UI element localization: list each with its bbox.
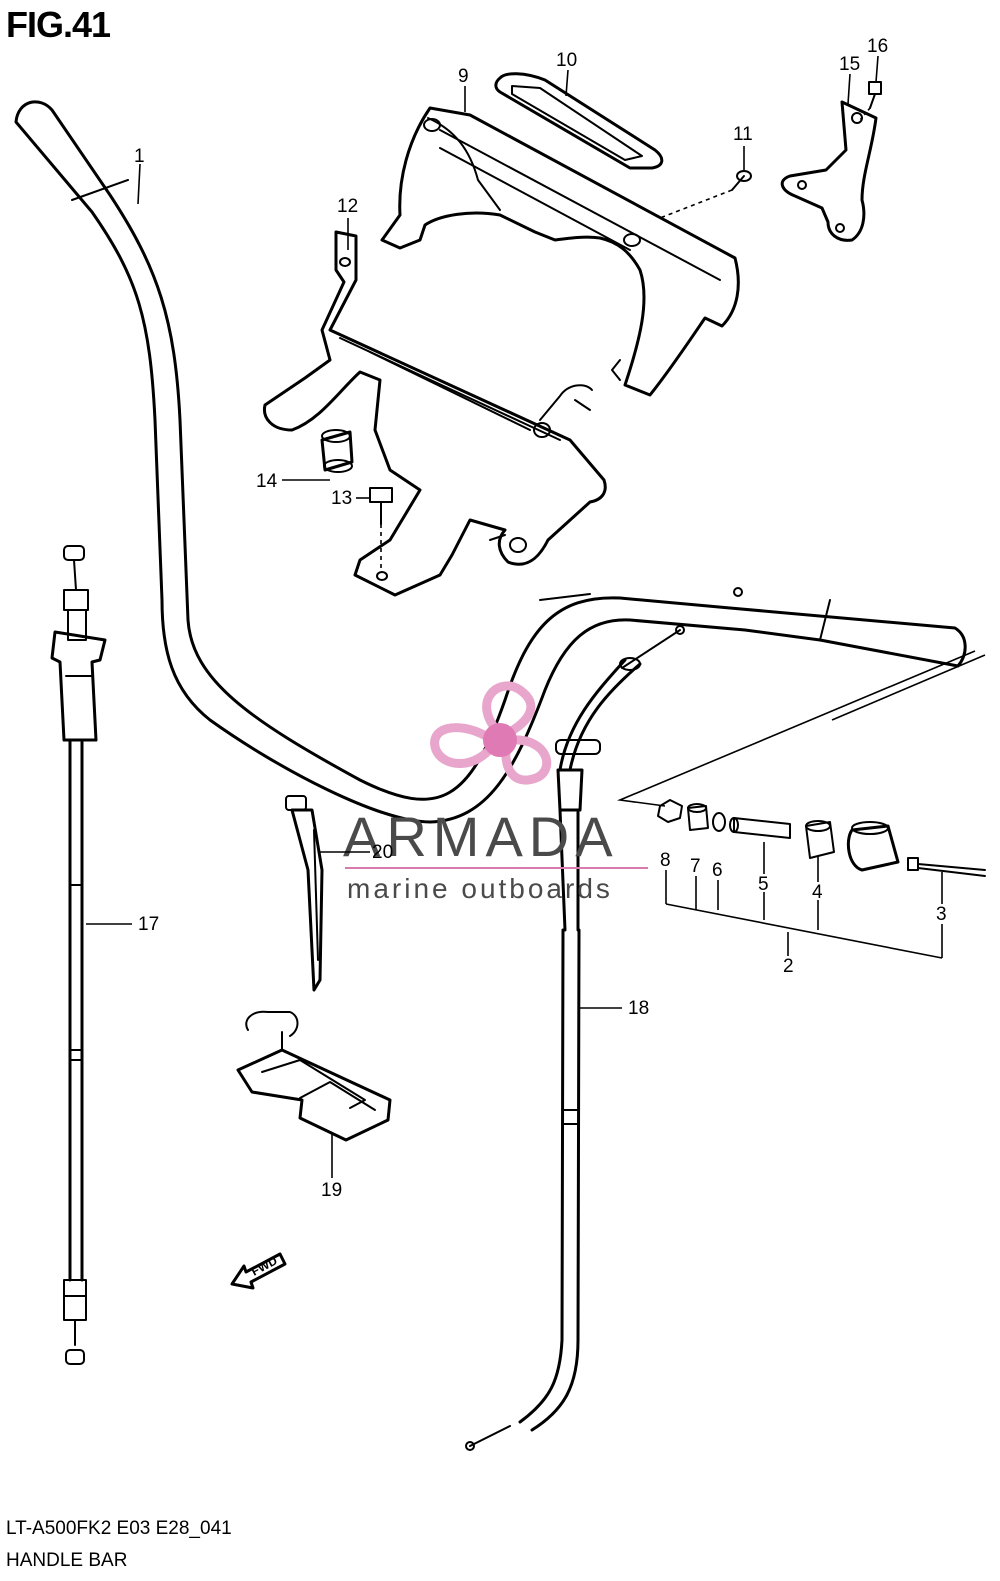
callout-1: 1 bbox=[134, 146, 145, 167]
callout-10: 10 bbox=[556, 50, 577, 71]
brake-cable bbox=[465, 625, 685, 1451]
callout-2: 2 bbox=[783, 956, 794, 977]
callout-5: 5 bbox=[758, 874, 769, 895]
propeller-logo-icon bbox=[430, 681, 552, 785]
callout-14: 14 bbox=[256, 471, 278, 492]
callout-4: 4 bbox=[812, 882, 823, 903]
callout-labels: 1 2 3 4 5 6 7 8 9 10 11 12 13 14 15 16 1… bbox=[134, 36, 947, 1201]
handlebar-upper-bracket bbox=[262, 230, 607, 597]
figure-name: HANDLE BAR bbox=[6, 1550, 128, 1571]
gasket bbox=[494, 72, 664, 170]
callout-11: 11 bbox=[733, 124, 753, 145]
armada-watermark: ARMADA marine outboards bbox=[343, 681, 648, 904]
callout-7: 7 bbox=[690, 856, 701, 877]
callout-3: 3 bbox=[936, 904, 947, 925]
callout-13: 13 bbox=[331, 488, 352, 509]
handlebar bbox=[14, 100, 967, 824]
handle-cover bbox=[380, 106, 740, 397]
callout-17: 17 bbox=[138, 914, 159, 935]
watermark-brand: ARMADA bbox=[343, 805, 619, 868]
watermark-tagline: marine outboards bbox=[347, 873, 613, 904]
callout-9: 9 bbox=[458, 66, 469, 87]
fwd-arrow-icon: FWD bbox=[230, 1252, 287, 1290]
figure-title: FIG.41 bbox=[6, 4, 111, 45]
meter-bracket bbox=[780, 100, 878, 242]
cable-tie bbox=[285, 795, 324, 992]
grip-assembly bbox=[616, 650, 986, 877]
callout-18: 18 bbox=[628, 998, 649, 1019]
callout-16: 16 bbox=[867, 36, 888, 57]
throttle-cable bbox=[50, 545, 107, 1365]
callout-6: 6 bbox=[712, 860, 723, 881]
callout-12: 12 bbox=[337, 196, 358, 217]
spacer bbox=[320, 429, 354, 473]
callout-15: 15 bbox=[839, 54, 860, 75]
callout-20: 20 bbox=[372, 842, 393, 863]
bolt-13 bbox=[369, 487, 393, 570]
callout-8: 8 bbox=[660, 850, 671, 871]
bolt-16 bbox=[859, 81, 882, 121]
callout-19: 19 bbox=[321, 1180, 342, 1201]
leader-lines bbox=[86, 55, 943, 1178]
screw-11 bbox=[659, 170, 752, 219]
model-code: LT-A500FK2 E03 E28_041 bbox=[6, 1518, 232, 1539]
cable-clamp bbox=[236, 1010, 392, 1142]
